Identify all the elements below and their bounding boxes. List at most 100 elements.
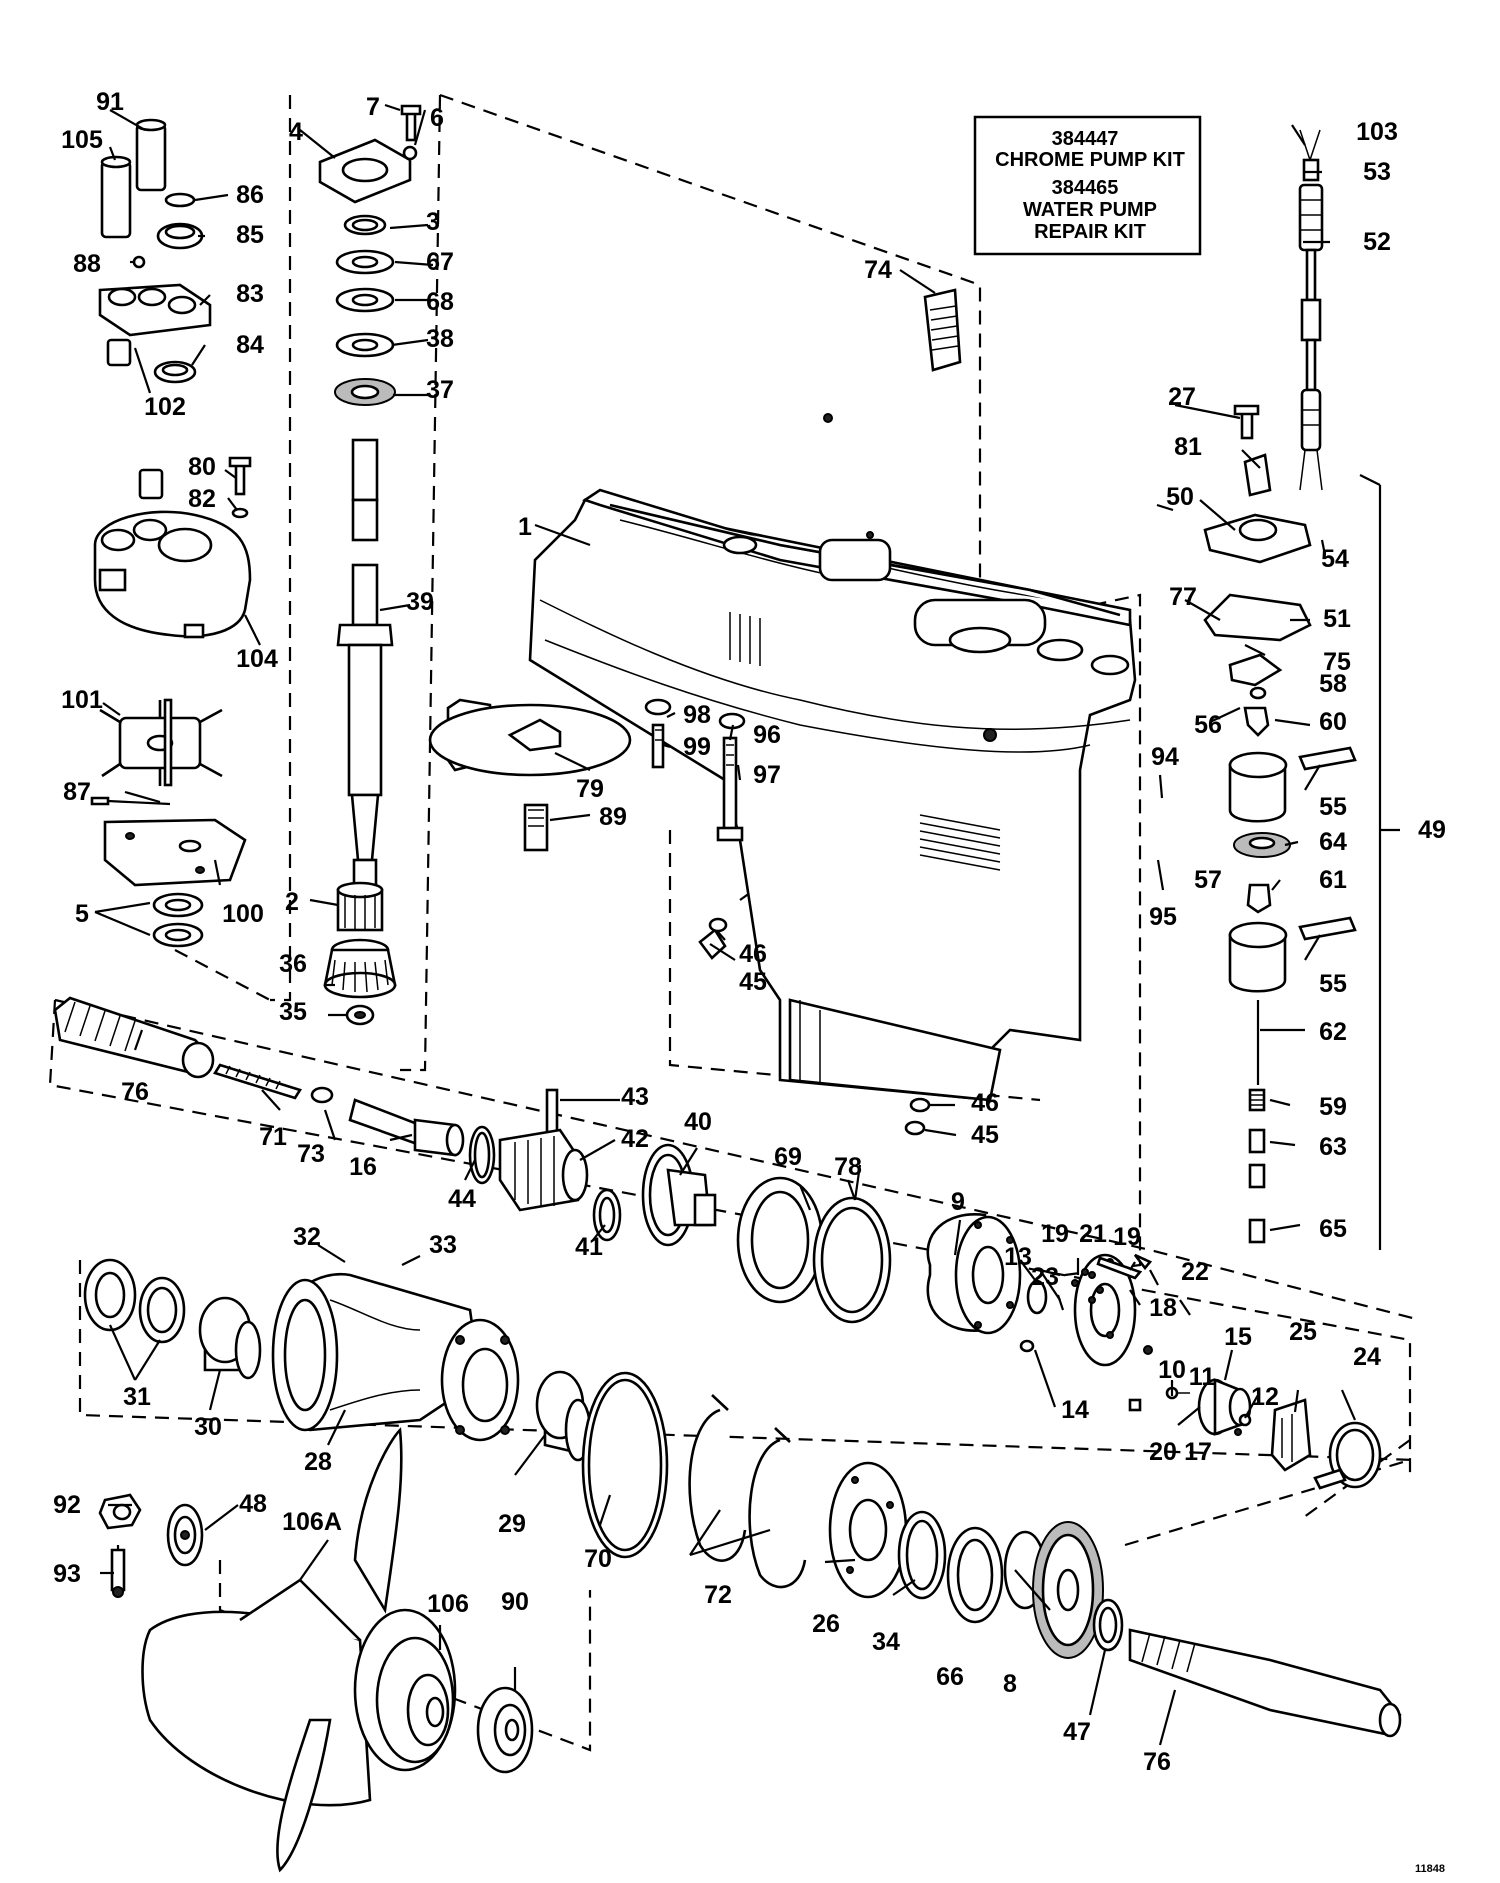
callout-49: 49 bbox=[1418, 816, 1446, 844]
callout-42: 42 bbox=[621, 1125, 649, 1153]
callout-26: 26 bbox=[812, 1610, 840, 1638]
callout-12: 12 bbox=[1251, 1383, 1279, 1411]
callout-103: 103 bbox=[1356, 118, 1398, 146]
callout-73: 73 bbox=[297, 1140, 325, 1168]
callout-50: 50 bbox=[1166, 483, 1194, 511]
callout-38: 38 bbox=[426, 325, 454, 353]
propeller-106 bbox=[98, 1427, 534, 1873]
thrust-bearing-66 bbox=[946, 1526, 1004, 1624]
callout-46a: 46 bbox=[739, 940, 767, 968]
callout-106a: 106A bbox=[282, 1508, 342, 1536]
callout-1: 1 bbox=[518, 513, 532, 541]
callout-89: 89 bbox=[599, 803, 627, 831]
callout-72: 72 bbox=[704, 1581, 732, 1609]
driveshaft-stack bbox=[318, 104, 422, 1026]
callout-17: 17 bbox=[1184, 1438, 1212, 1466]
callout-80: 80 bbox=[188, 453, 216, 481]
callout-6: 6 bbox=[430, 104, 444, 132]
propshaft-lower-row bbox=[83, 1258, 1402, 1738]
callout-62: 62 bbox=[1319, 1018, 1347, 1046]
callout-56: 56 bbox=[1194, 711, 1222, 739]
callout-102: 102 bbox=[144, 393, 186, 421]
callout-85: 85 bbox=[236, 221, 264, 249]
callout-43: 43 bbox=[621, 1083, 649, 1111]
callout-76a: 76 bbox=[121, 1078, 149, 1106]
callout-59: 59 bbox=[1319, 1093, 1347, 1121]
callout-81: 81 bbox=[1174, 433, 1202, 461]
callout-16: 16 bbox=[349, 1153, 377, 1181]
callout-18: 18 bbox=[1149, 1294, 1177, 1322]
kit-line-3: 384465 bbox=[1052, 177, 1119, 199]
o-ring-70 bbox=[581, 1371, 669, 1559]
callout-2: 2 bbox=[285, 888, 299, 916]
callout-71: 71 bbox=[259, 1123, 287, 1151]
retainer-17 bbox=[1073, 1253, 1137, 1367]
plate-100 bbox=[90, 796, 247, 887]
forward-gear-8 bbox=[1003, 1521, 1104, 1659]
callout-30: 30 bbox=[194, 1413, 222, 1441]
callout-29: 29 bbox=[498, 1510, 526, 1538]
spacer-90 bbox=[476, 1686, 534, 1774]
callout-37: 37 bbox=[426, 376, 454, 404]
callout-69: 69 bbox=[774, 1143, 802, 1171]
callout-58: 58 bbox=[1319, 670, 1347, 698]
carrier-flange bbox=[440, 1318, 520, 1442]
clutch-dog-42 bbox=[498, 1128, 589, 1212]
callout-19b: 19 bbox=[1113, 1223, 1141, 1251]
callout-48: 48 bbox=[239, 1490, 267, 1518]
callout-7: 7 bbox=[366, 93, 380, 121]
callout-47: 47 bbox=[1063, 1718, 1091, 1746]
callout-27: 27 bbox=[1168, 383, 1196, 411]
callout-52: 52 bbox=[1363, 228, 1391, 256]
callout-leaders bbox=[94, 103, 1357, 1746]
callout-79: 79 bbox=[576, 775, 604, 803]
callout-92: 92 bbox=[53, 1491, 81, 1519]
callout-28: 28 bbox=[304, 1448, 332, 1476]
callout-101: 101 bbox=[61, 686, 103, 714]
callout-4: 4 bbox=[289, 118, 303, 146]
pinion-gear-36 bbox=[323, 938, 397, 999]
bearing-2 bbox=[336, 881, 384, 932]
callout-94: 94 bbox=[1151, 743, 1179, 771]
kit-line-5: REPAIR KIT bbox=[1034, 221, 1146, 243]
callout-88: 88 bbox=[73, 250, 101, 278]
repair-kit-box: 384447 CHROME PUMP KIT 384465 WATER PUMP… bbox=[973, 115, 1202, 256]
kit-line-4: WATER PUMP bbox=[1023, 199, 1157, 221]
callout-67: 67 bbox=[426, 248, 454, 276]
callout-66: 66 bbox=[936, 1663, 964, 1691]
callout-55b: 55 bbox=[1319, 970, 1347, 998]
callout-70: 70 bbox=[584, 1545, 612, 1573]
callout-25: 25 bbox=[1289, 1318, 1317, 1346]
bearing-30 bbox=[198, 1296, 262, 1380]
callout-77: 77 bbox=[1169, 583, 1197, 611]
housing-vent-slots bbox=[919, 814, 1001, 871]
callout-5: 5 bbox=[75, 900, 89, 928]
propshaft-upper-row bbox=[53, 996, 1382, 1490]
cam-56 bbox=[1228, 751, 1288, 823]
callout-24: 24 bbox=[1353, 1343, 1381, 1371]
callout-86: 86 bbox=[236, 181, 264, 209]
callout-32: 32 bbox=[293, 1223, 321, 1251]
retaining-rings-72 bbox=[688, 1394, 807, 1589]
callout-45b: 45 bbox=[971, 1121, 999, 1149]
callout-51: 51 bbox=[1323, 605, 1351, 633]
callout-20: 20 bbox=[1149, 1438, 1177, 1466]
callout-99: 99 bbox=[683, 733, 711, 761]
thrust-bearing-69 bbox=[736, 1176, 824, 1304]
callout-57: 57 bbox=[1194, 866, 1222, 894]
callout-21: 21 bbox=[1079, 1220, 1107, 1248]
callout-106: 106 bbox=[427, 1590, 469, 1618]
callout-104: 104 bbox=[236, 645, 278, 673]
callout-82: 82 bbox=[188, 485, 216, 513]
callout-44: 44 bbox=[448, 1185, 476, 1213]
callout-60: 60 bbox=[1319, 708, 1347, 736]
callout-91: 91 bbox=[96, 88, 124, 116]
callout-93: 93 bbox=[53, 1560, 81, 1588]
callout-54: 54 bbox=[1321, 545, 1349, 573]
callout-76b: 76 bbox=[1143, 1748, 1171, 1776]
thrust-washer-26 bbox=[828, 1461, 908, 1599]
callout-34: 34 bbox=[872, 1628, 900, 1656]
callout-96: 96 bbox=[753, 721, 781, 749]
callout-22: 22 bbox=[1181, 1258, 1209, 1286]
nut-92 bbox=[98, 1493, 142, 1530]
